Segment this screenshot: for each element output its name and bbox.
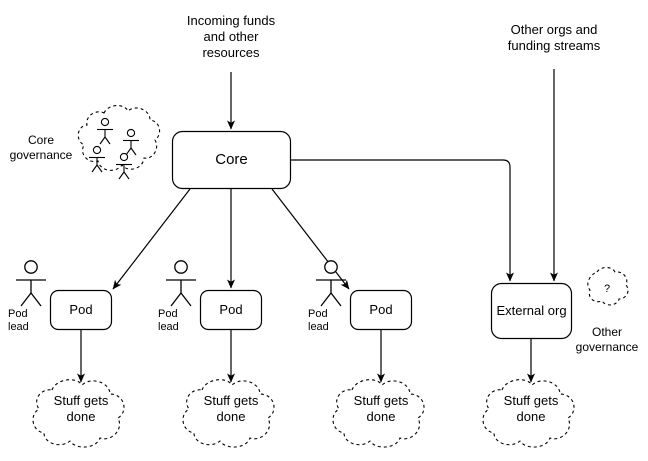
- external-org-node-box[interactable]: [490, 282, 573, 340]
- edge-core-to-pod-1: [112, 188, 191, 290]
- edge-core-to-external-org: [291, 159, 514, 282]
- pod-lead-2-person-icon: [166, 260, 196, 307]
- pod-lead-3-person-icon: [316, 260, 346, 307]
- pod-2-node-label: Pod: [219, 302, 243, 318]
- pod-1-node-label: Pod: [69, 302, 93, 318]
- outcome-cloud-4[interactable]: [482, 379, 575, 448]
- pod-2-node-box[interactable]: [199, 289, 263, 331]
- external-org-node-label: External org: [496, 303, 567, 319]
- outcome-cloud-3[interactable]: [332, 379, 425, 448]
- pod-3-node-box[interactable]: [349, 289, 413, 331]
- other-governance-cloud[interactable]: [587, 266, 629, 306]
- pod-1-node-box[interactable]: [49, 289, 113, 331]
- outcome-cloud-1[interactable]: [32, 379, 125, 448]
- edge-core-to-pod-3: [271, 188, 350, 290]
- pod-3-node-label: Pod: [369, 302, 393, 318]
- core-node-box[interactable]: [171, 130, 292, 190]
- core-node-label: Core: [215, 151, 248, 168]
- outcome-cloud-2[interactable]: [182, 379, 275, 448]
- core-governance-cloud[interactable]: [77, 105, 161, 180]
- pod-lead-1-person-icon: [16, 260, 46, 307]
